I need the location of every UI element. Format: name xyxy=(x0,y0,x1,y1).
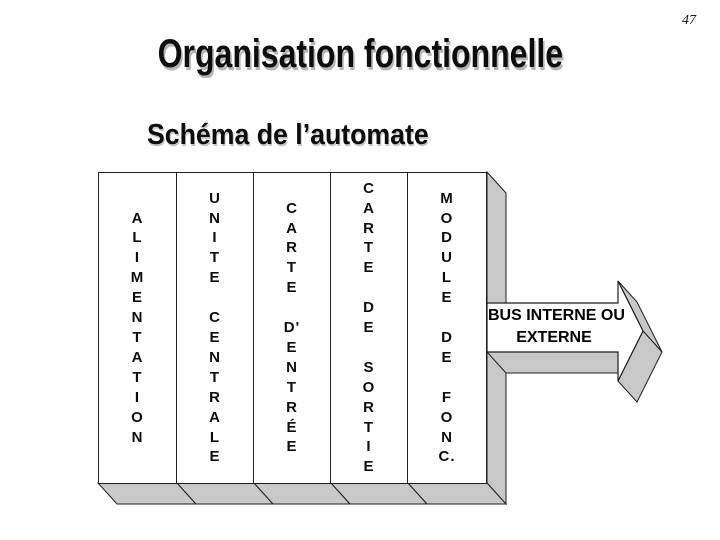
panel-letter: E xyxy=(286,438,298,456)
panel-letter: R xyxy=(286,239,298,257)
panel-letter: L xyxy=(209,428,221,446)
panel-letter: I xyxy=(366,438,372,456)
panel-letter: R xyxy=(363,398,375,416)
panel-letter: É xyxy=(286,418,298,436)
panel-letter: E xyxy=(131,289,143,307)
panel-letter: F xyxy=(441,388,453,406)
panel-letter: E xyxy=(286,279,298,297)
panel-letter: T xyxy=(286,259,298,277)
panel-letter: R xyxy=(209,388,221,406)
panel-letter: O xyxy=(440,408,454,426)
panel-letter: S xyxy=(363,358,375,376)
panel-letter: U xyxy=(209,189,221,207)
panel-letter: E xyxy=(363,458,375,476)
panel-letter: O xyxy=(362,378,376,396)
panel-letter: T xyxy=(132,329,143,346)
panel-letter: R xyxy=(363,219,375,237)
panel-letter: E xyxy=(209,328,221,346)
panel-letter: O xyxy=(440,209,454,227)
panel-letter: E xyxy=(209,448,221,466)
panel-letter: N xyxy=(131,428,144,446)
slide-title: Organisation fonctionnelle xyxy=(0,30,720,78)
panel-letter: E xyxy=(209,269,221,287)
panel-letter: T xyxy=(209,368,221,386)
panel-letter: C. xyxy=(438,448,456,466)
slide-subtitle-text: Schéma de l’automate xyxy=(147,119,429,151)
panel-letter: C xyxy=(363,179,375,197)
panel-letter: T xyxy=(363,418,375,436)
panel-letter: T xyxy=(363,239,375,257)
panel-letter: N xyxy=(441,428,453,446)
panel-letter: D xyxy=(441,329,453,346)
panel-letter: A xyxy=(286,219,298,237)
panel-letter: L xyxy=(441,269,453,287)
panel-letter: I xyxy=(134,249,141,267)
panel-letter: L xyxy=(132,229,143,247)
panel-letter: C xyxy=(286,199,298,217)
panel-letter: N xyxy=(286,358,298,376)
panel-letter: T xyxy=(132,368,143,386)
bus-arrow-label-line2: EXTERNE xyxy=(516,329,592,346)
panel-letter: T xyxy=(209,249,221,267)
panel-letter: E xyxy=(363,259,375,277)
bus-arrow-label: BUS INTERNE OU EXTERNE xyxy=(488,305,625,349)
panel-letter: M xyxy=(440,189,454,207)
bus-arrow-label-line1: BUS INTERNE OU xyxy=(488,307,625,324)
bus-arrow-shaft-3d-face xyxy=(485,351,639,374)
panel-letter: A xyxy=(363,199,375,217)
panel-letter: E xyxy=(363,319,375,337)
panel-letter: N xyxy=(209,348,221,366)
panel-letter: N xyxy=(209,209,221,227)
panel-letter: A xyxy=(131,209,144,227)
panel-letter: I xyxy=(134,388,141,406)
panel-letter: D xyxy=(441,229,453,247)
panel-letter: I xyxy=(212,229,218,247)
panel-letter: M xyxy=(130,269,145,287)
panel-letter: A xyxy=(209,408,221,426)
panel-letter: E xyxy=(441,289,453,307)
panel-letter: D xyxy=(363,299,375,317)
slide-title-text: Organisation fonctionnelle xyxy=(157,32,563,76)
panel-letter: E xyxy=(441,348,453,366)
page-number: 47 xyxy=(682,13,696,28)
bus-arrow-front-face xyxy=(486,280,644,382)
panel-letter: C xyxy=(209,309,221,327)
panel-letter: U xyxy=(441,249,453,267)
panel-letter: D' xyxy=(283,319,301,337)
panel-letter: A xyxy=(131,348,144,366)
panel-letter: E xyxy=(286,338,298,356)
panel-letter: R xyxy=(286,398,298,416)
slide-subtitle: Schéma de l’automate xyxy=(147,117,453,153)
panel-letter: O xyxy=(131,408,144,426)
panel-letter: T xyxy=(286,378,298,396)
panel-letter: N xyxy=(131,309,144,327)
